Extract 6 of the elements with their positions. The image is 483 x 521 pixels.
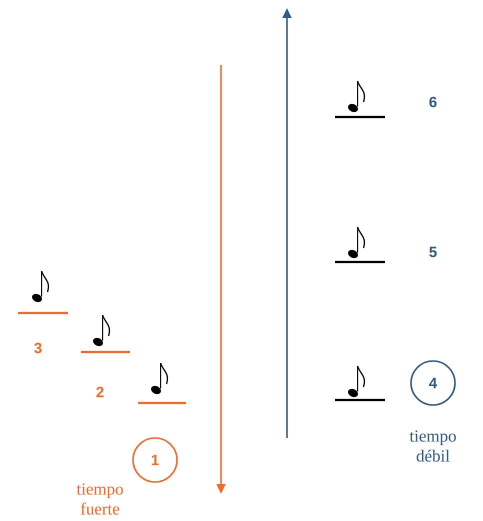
beat-caption: tiempo fuerte [76,483,123,515]
beat-number: 2 [96,386,104,398]
beat-number: 6 [429,96,437,108]
beat-caption: tiempo débil [410,430,456,462]
beat-number: 3 [34,342,42,354]
beat-number: 5 [429,246,437,258]
